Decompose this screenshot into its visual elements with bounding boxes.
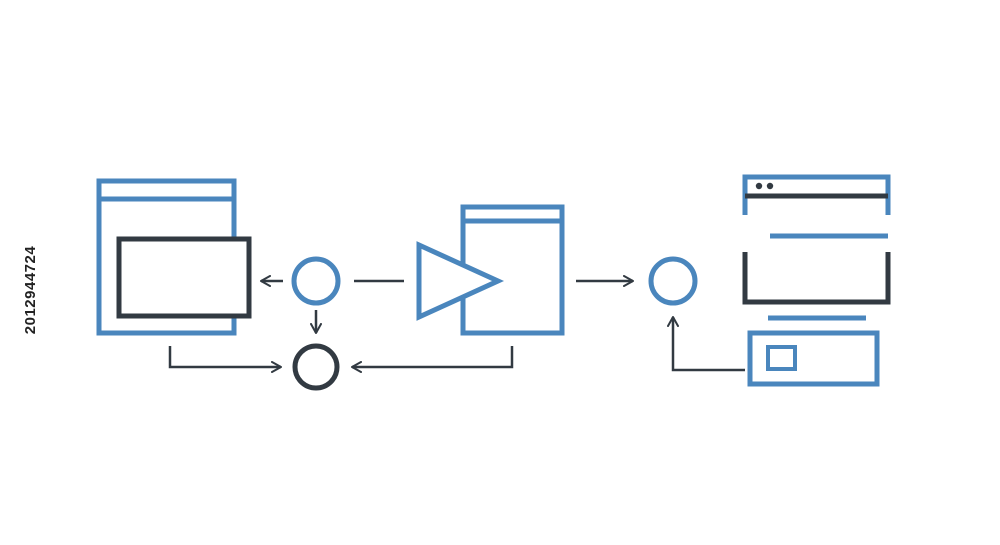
left-overlay-panel (116, 236, 252, 319)
dark-node-merge (292, 343, 340, 391)
blue-node-left (291, 256, 341, 306)
monitor-lower-frame (742, 252, 891, 305)
blue-node-right (648, 256, 698, 306)
arrow-computer-to-node (667, 316, 745, 372)
browser-dot-2 (766, 182, 774, 190)
play-icon (416, 241, 505, 321)
center-media-group (416, 204, 565, 336)
computer-base-button (766, 345, 797, 371)
arrow-document-to-merge (351, 346, 514, 373)
computer-base-unit (747, 330, 880, 387)
computer-group (742, 174, 891, 387)
browser-dot-1 (755, 182, 763, 190)
left-window-group (96, 178, 252, 336)
arrow-window-to-merge (168, 346, 282, 373)
stock-id-label: 2012944724 (22, 245, 39, 335)
